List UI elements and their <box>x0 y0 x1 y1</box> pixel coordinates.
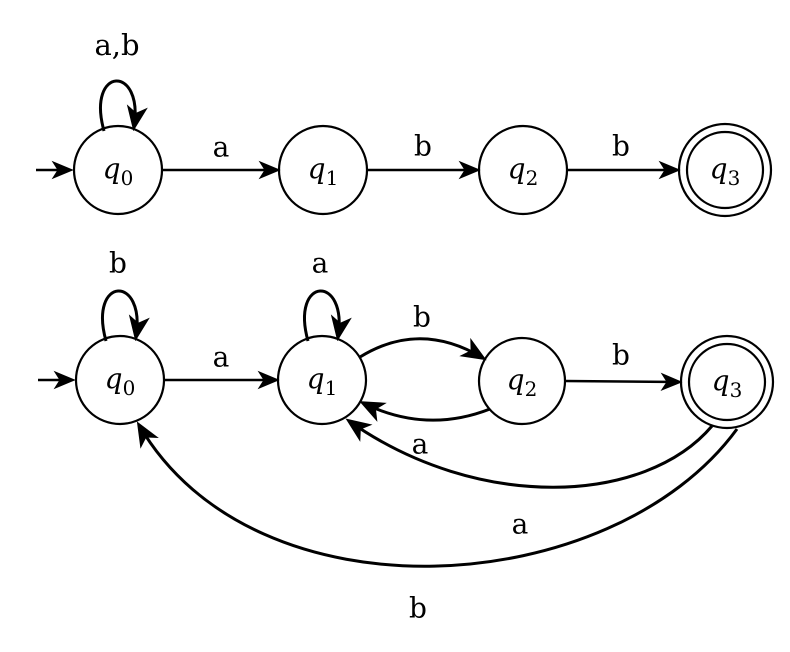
state-label-top-q2: q2 <box>508 152 539 190</box>
transition-label-bottom-q0-q0: b <box>109 247 127 280</box>
transition-bottom-q3-q0 <box>136 421 739 568</box>
transition-bottom-q1-q1 <box>303 289 352 342</box>
state-label-top-q0: q0 <box>103 152 134 190</box>
transition-bottom-q2-q3 <box>564 372 683 392</box>
state-label-top-q3: q3 <box>710 152 741 190</box>
transition-bottom-q1-q2 <box>359 337 487 361</box>
state-label-bottom-q0: q0 <box>105 362 136 400</box>
transition-label-bottom-q2-q3: b <box>612 339 630 372</box>
transition-top-q0-q0 <box>99 79 148 132</box>
transition-label-bottom-q0-q1: a <box>213 341 230 374</box>
transition-label-bottom-q1-q1: a <box>312 247 329 280</box>
transition-bottom-q2-q1 <box>359 401 491 422</box>
state-label-bottom-q1: q1 <box>307 362 338 400</box>
transition-bottom-q0-q0 <box>101 289 150 342</box>
transition-label-bottom-q2-q1: a <box>412 428 429 461</box>
state-label-top-q1: q1 <box>308 152 339 190</box>
transition-label-top-q1-q2: b <box>414 130 432 163</box>
state-label-bottom-q2: q2 <box>507 363 538 401</box>
state-inner-circle-bottom-q3 <box>687 342 767 422</box>
transition-label-bottom-q3-q1: a <box>512 508 529 541</box>
state-label-bottom-q3: q3 <box>712 364 743 402</box>
transition-bottom-q3-q1 <box>345 418 714 489</box>
state-inner-circle-top-q3 <box>685 130 765 210</box>
transition-label-top-q0-q1: a <box>213 131 230 164</box>
transition-label-top-q0-q0: a,b <box>94 28 139 62</box>
transition-label-bottom-q1-q2: b <box>413 301 431 334</box>
transition-label-top-q2-q3: b <box>612 130 630 163</box>
transition-label-bottom-q3-q0: b <box>409 592 427 625</box>
